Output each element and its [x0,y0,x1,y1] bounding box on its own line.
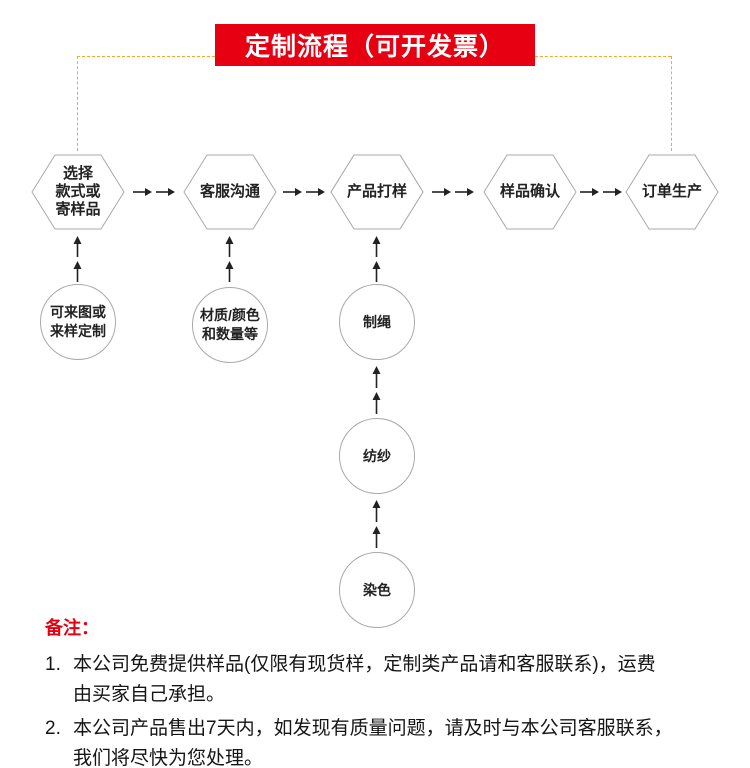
flow-step-label: 选择 款式或 寄样品 [55,165,101,218]
flow-step-order-production: 订单生产 [624,153,720,231]
double-arrow-up-icon [372,236,381,282]
flow-step-label: 产品打样 [346,183,407,200]
hexagon-shape [31,154,125,230]
page-title-text: 定制流程（可开发票） [244,33,505,61]
flow-step-select-style: 选择 款式或 寄样品 [30,153,126,231]
flow-subnode-label: 制绳 [363,313,391,330]
notes-section: 备注： 1. 本公司免费提供样品(仅限有现货样，定制类产品请和客服联系)，运费 … [45,614,717,768]
note-item: 2. 本公司产品售出7天内，如发现有质量问题，请及时与本公司客服联系， 我们将尽… [45,714,717,768]
flow-step-sample-confirm: 样品确认 [482,153,578,231]
double-arrow-up-icon [73,236,82,282]
note-number: 1. [45,654,61,675]
double-arrow-right-icon [432,188,474,196]
flow-step-customer-service: 客服沟通 [182,153,278,231]
dashed-connector-right-horizontal [535,56,671,57]
double-arrow-right-icon [283,188,325,196]
flow-subnode-dyeing: 染色 [339,552,415,628]
flow-subnode-label: 可来图或 来样定制 [50,304,106,339]
hexagon-shape [330,154,424,230]
dashed-connector-left-horizontal [77,56,215,57]
flow-subnode-spinning: 纺纱 [339,418,415,494]
note-text: 本公司免费提供样品(仅限有现货样，定制类产品请和客服联系)，运费 由买家自己承担… [73,654,656,705]
flow-subnode-label: 材质/颜色 和数量等 [200,307,260,342]
double-arrow-up-icon [372,500,381,548]
notes-heading: 备注： [45,618,99,638]
double-arrow-up-icon [372,366,381,414]
flow-subnode-label: 纺纱 [363,447,391,464]
hexagon-shape [483,154,577,230]
flow-step-label: 订单生产 [641,183,702,200]
flow-subnode-custom-by-picture-or-sample: 可来图或 来样定制 [40,284,116,360]
flow-subnode-rope-making: 制绳 [339,284,415,360]
flow-step-label: 样品确认 [499,183,560,200]
note-number: 2. [45,718,61,739]
double-arrow-up-icon [225,236,234,282]
flow-subnode-material-color-quantity: 材质/颜色 和数量等 [192,287,268,363]
double-arrow-right-icon [133,188,175,196]
hexagon-shape [625,154,719,230]
flow-step-label: 客服沟通 [199,183,260,200]
page-title: 定制流程（可开发票） [215,24,535,66]
flow-step-product-sampling: 产品打样 [329,153,425,231]
note-item: 1. 本公司免费提供样品(仅限有现货样，定制类产品请和客服联系)，运费 由买家自… [45,650,717,710]
dashed-connector-left-vertical [77,56,78,151]
flow-subnode-label: 染色 [363,581,391,598]
double-arrow-right-icon [580,188,622,196]
dashed-connector-right-vertical [671,56,672,151]
note-text: 本公司产品售出7天内，如发现有质量问题，请及时与本公司客服联系， 我们将尽快为您… [73,718,673,768]
hexagon-shape [183,154,277,230]
